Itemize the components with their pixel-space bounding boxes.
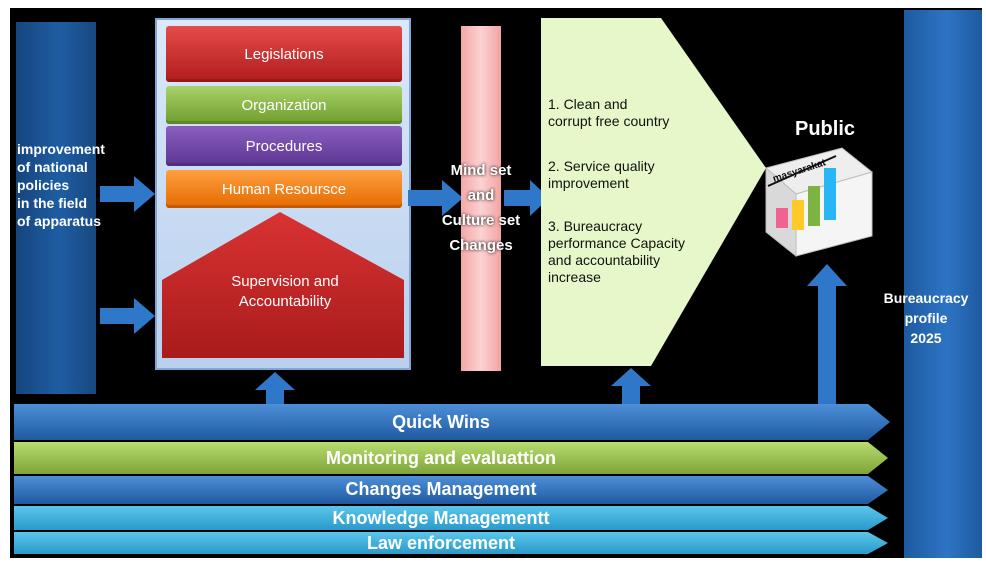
profile-text: Bureaucracy profile 2025 bbox=[883, 290, 969, 346]
knowledge-management-label: Knowledge Managementt bbox=[332, 508, 550, 528]
public-chart-icon: masyarakat bbox=[764, 147, 874, 258]
arrow-right-icon bbox=[408, 180, 463, 216]
outcome-item: 2. Service quality improvement bbox=[548, 158, 655, 191]
mindset-text: Mind set and Culture set Changes bbox=[441, 162, 521, 254]
monitoring-label: Monitoring and evaluattion bbox=[326, 448, 556, 468]
policy-column bbox=[16, 22, 96, 394]
legislations-bar: Legislations bbox=[166, 26, 402, 82]
quick-wins-label: Quick Wins bbox=[392, 412, 490, 432]
profile-column bbox=[904, 10, 982, 558]
outcomes-shape bbox=[541, 18, 766, 366]
outcome-item: 1. Clean and corrupt free country bbox=[548, 96, 670, 129]
outcome-item: 3. Bureaucracy performance Capacity and … bbox=[548, 218, 685, 285]
procedures-bar: Procedures bbox=[166, 126, 402, 166]
arrow-up-icon bbox=[807, 264, 847, 404]
law-enforcement-label: Law enforcement bbox=[366, 533, 516, 553]
arrow-right-icon bbox=[504, 180, 549, 216]
supervision-house-shape bbox=[162, 212, 404, 358]
supervision-label: Supervision and Accountability bbox=[231, 273, 339, 310]
arrow-up-icon bbox=[611, 368, 651, 408]
human-resource-bar: Human Resoursce bbox=[166, 170, 402, 208]
public-label: Public bbox=[795, 118, 856, 140]
arrow-right-icon bbox=[100, 176, 155, 212]
changes-management-label: Changes Management bbox=[345, 479, 537, 499]
mindset-column bbox=[461, 26, 501, 371]
arrow-up-icon bbox=[255, 372, 295, 408]
policy-text: improvement of national policies in the … bbox=[17, 141, 105, 229]
organization-bar: Organization bbox=[166, 86, 402, 124]
arrow-right-icon bbox=[100, 298, 155, 334]
